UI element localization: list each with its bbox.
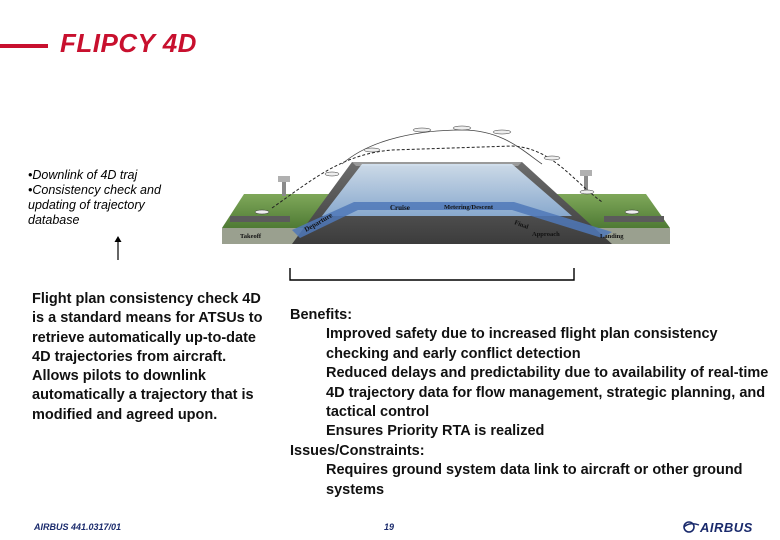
- tower-left: [282, 180, 286, 196]
- label-cruise: Cruise: [390, 204, 410, 212]
- label-metering: Metering/Descent: [444, 204, 494, 211]
- issue-item: Requires ground system data link to airc…: [326, 462, 743, 498]
- benefits-block: Benefits: Improved safety due to increas…: [290, 306, 776, 500]
- airbus-logo-icon: [683, 521, 700, 533]
- description-text: Flight plan consistency check 4D is a st…: [32, 291, 263, 423]
- tower-right: [584, 174, 588, 194]
- benefits-heading: Benefits:: [290, 307, 353, 323]
- bullet-item: •Consistency check and updating of traje…: [28, 183, 161, 227]
- upper-trajectory: [341, 129, 543, 165]
- scope-bracket: [289, 268, 575, 281]
- runway-right: [604, 216, 664, 222]
- dashed-trajectory: [271, 145, 603, 209]
- slide-title: FLIPCY 4D: [60, 28, 197, 58]
- benefit-item: Improved safety due to increased flight …: [326, 326, 718, 362]
- benefit-item: Reduced delays and predictability due to…: [326, 365, 769, 421]
- bullet-list: •Downlink of 4D traj •Consistency check …: [28, 168, 208, 228]
- aircraft-icons: [254, 125, 640, 215]
- title-rule: [0, 44, 48, 48]
- bullet-item: •Downlink of 4D traj: [28, 168, 138, 182]
- document-reference: AIRBUS 441.0317/01: [34, 522, 122, 532]
- label-approach: Approach: [532, 231, 560, 238]
- trajectory-ribbon: [292, 202, 612, 238]
- benefit-item: Ensures Priority RTA is realized: [326, 423, 545, 440]
- flight-phase-diagram: Takeoff Departure Cruise Metering/Descen…: [222, 125, 670, 244]
- airbus-logo: AIRBUS: [682, 519, 753, 535]
- label-takeoff: Takeoff: [240, 233, 262, 240]
- page-number: 19: [384, 522, 395, 532]
- logo-text: AIRBUS: [700, 519, 753, 535]
- up-arrow-icon: [114, 236, 122, 260]
- label-landing: Landing: [600, 233, 624, 240]
- label-final: Final: [513, 219, 529, 231]
- issues-heading: Issues/Constraints:: [290, 442, 425, 459]
- runway-left: [230, 216, 290, 222]
